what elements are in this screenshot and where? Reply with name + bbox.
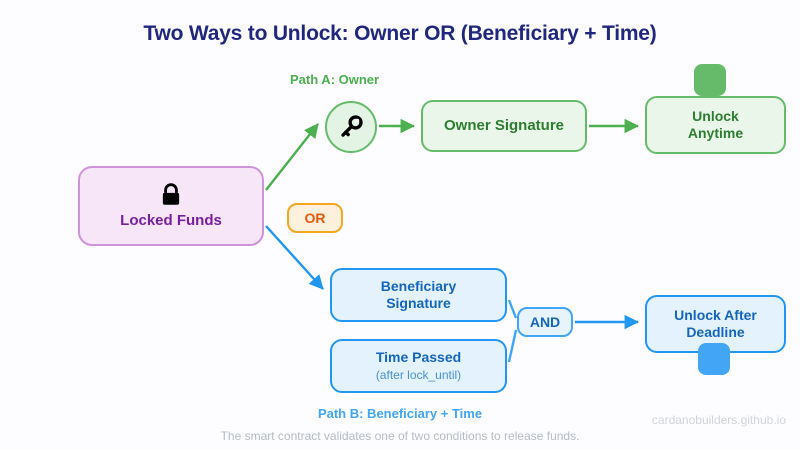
- node-label-line1: Unlock: [692, 107, 739, 124]
- node-sublabel: (after lock_until): [375, 368, 462, 383]
- node-label: Time Passed: [375, 348, 462, 365]
- node-label: Owner Signature: [443, 116, 565, 134]
- node-label-line1: Unlock After: [674, 306, 757, 323]
- node-key[interactable]: [325, 101, 377, 153]
- node-label-line2: Anytime: [687, 125, 744, 141]
- edge-beneficiary-signature-to-and: [507, 299, 518, 319]
- node-label-line2: Signature: [386, 295, 451, 311]
- node-unlock-anytime[interactable]: Unlock Anytime: [645, 96, 786, 154]
- green-status-square: [694, 64, 726, 96]
- operator-or: OR: [287, 203, 343, 233]
- path-a-label: Path A: Owner: [290, 72, 380, 87]
- node-locked-funds[interactable]: Locked Funds: [78, 166, 264, 246]
- node-owner-signature[interactable]: Owner Signature: [421, 100, 587, 152]
- node-label: Locked Funds: [120, 211, 222, 229]
- operator-or-label: OR: [304, 210, 326, 226]
- watermark: cardanobuilders.github.io: [651, 413, 786, 427]
- operator-and: AND: [517, 307, 573, 337]
- blue-status-square: [698, 343, 730, 375]
- edge-locked-to-beneficiary-signature: [265, 225, 324, 290]
- diagram-caption: The smart contract validates one of two …: [220, 429, 580, 443]
- node-label-line2: Deadline: [686, 324, 745, 340]
- path-b-label: Path B: Beneficiary + Time: [317, 406, 483, 421]
- node-beneficiary-signature[interactable]: Beneficiary Signature: [330, 268, 507, 322]
- edge-locked-to-key: [265, 123, 319, 191]
- operator-and-label: AND: [529, 314, 561, 330]
- padlock-icon: [162, 183, 180, 205]
- edge-time-passed-to-and: [507, 329, 518, 363]
- page-title: Two Ways to Unlock: Owner OR (Beneficiar…: [143, 22, 657, 45]
- key-icon: [341, 115, 363, 137]
- node-label-line1: Beneficiary: [380, 277, 457, 294]
- node-time-passed[interactable]: Time Passed (after lock_until): [330, 339, 507, 393]
